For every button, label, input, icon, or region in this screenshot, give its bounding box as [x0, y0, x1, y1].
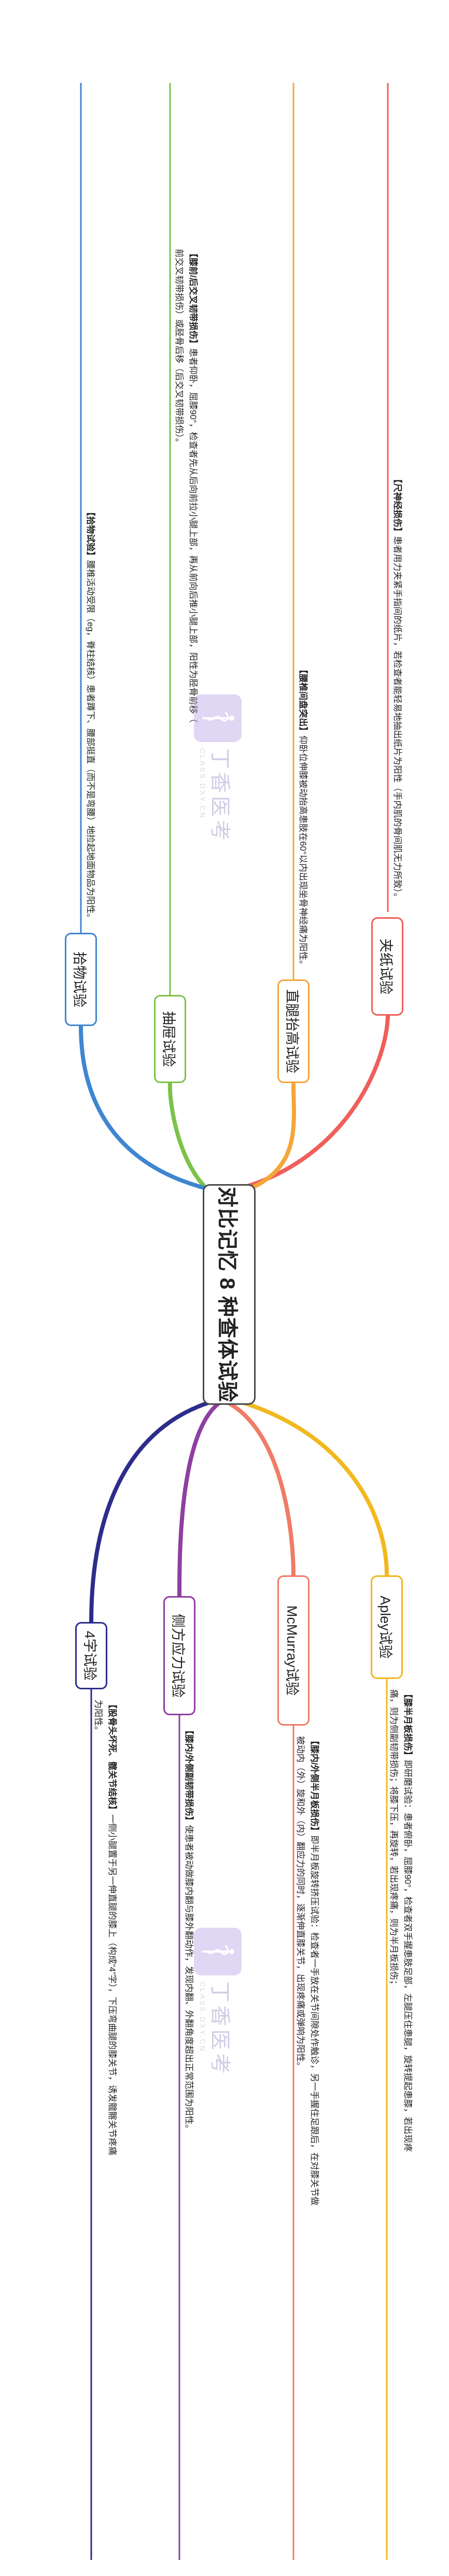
node-cefang[interactable]: 侧方应力试验 — [163, 1596, 195, 1715]
node-choutie[interactable]: 抽屉试验 — [154, 995, 186, 1083]
leaf-choutie: 【膝前/后交叉韧带损伤】患者仰卧，屈膝90°，检查者先从后向前拉小腿上部，再从前… — [172, 249, 200, 985]
connector-apley — [229, 1397, 389, 1577]
node-apley[interactable]: Apley试验 — [371, 1575, 403, 1679]
leaf-jiazhi-text: 患者用力夹紧手指间的纸片，若检查者能轻易地抽出纸片为阳性（手内肌的骨间肌无力所致… — [392, 536, 402, 902]
leaf-mcmurray-line2: 被动内（外）旋和外（内）翻应力的同时，逐渐伸直膝关节，出现疼痛或弹响为阳性。 — [296, 1736, 305, 2071]
connector-sizi — [89, 1397, 223, 1624]
node-jiazhi[interactable]: 夹纸试验 — [371, 917, 403, 1016]
node-mcmurray-label: McMurray试验 — [284, 1605, 300, 1696]
node-shiwu-label: 拾物试验 — [72, 951, 88, 1007]
node-jiazhi-label: 夹纸试验 — [378, 938, 394, 994]
leaf-jiazhi-head: 【尺神经损伤】 — [392, 474, 402, 536]
connector-mcmurray — [224, 1400, 296, 1577]
leaf-cefang-head: 【膝内/外侧副韧带损伤】 — [184, 1726, 194, 1825]
leaf-sizi: 【股骨头坏死、髋关节结核】一侧小腿置于另一伸直腿的膝上（构成“4”字），下压弯曲… — [91, 1700, 119, 2529]
leaf-jiazhi: 【尺神经损伤】患者用力夹紧手指间的纸片，若检查者能轻易地抽出纸片为阳性（手内肌的… — [390, 124, 404, 902]
watermark-en: CLASS.DXY.CN — [199, 748, 207, 819]
leaf-choutie-line2: 前交叉韧带损伤）或胫骨后移（后交叉韧带损伤）。 — [174, 249, 184, 447]
connector-shiwu — [79, 1024, 223, 1194]
node-cefang-label: 侧方应力试验 — [170, 1614, 186, 1698]
leaf-cefang: 【膝内/外侧副韧带损伤】使患者被动做膝内翻与膝外翻动作，发现内翻、外翻角度超出正… — [182, 1726, 196, 2534]
watermark-cn: 丁香医考 — [208, 1982, 232, 2077]
leaf-apley-line2: 痛，则为侧副韧带损伤；将膝下压，再旋转，若出现疼痛，则为半月板损伤； — [389, 1689, 399, 1989]
caduceus-icon — [194, 694, 242, 742]
node-zhituitaigao[interactable]: 直腿抬高试验 — [277, 979, 310, 1083]
watermark-en: CLASS.DXY.CN — [199, 1982, 207, 2053]
central-topic: 对比记忆 8 种查体试验 — [203, 1184, 256, 1405]
leaf-mcmurray: 【膝内/外侧半月板损伤】即半月板旋转挤压试验：检查者一手放在关节间隙处作触诊，另… — [293, 1736, 321, 2544]
leaf-apley-head: 【膝半月板损伤】 — [403, 1689, 413, 1760]
node-zhituitaigao-label: 直腿抬高试验 — [284, 989, 300, 1073]
leaf-choutie-line1: 患者仰卧，屈膝90°，检查者先从后向前拉小腿上部，再从前向后推小腿上部，阳性为胫… — [188, 348, 198, 723]
leaf-mcmurray-head: 【膝内/外侧半月板损伤】 — [310, 1736, 319, 1835]
leaf-apley-line1: 即研磨试验：患者俯卧，屈膝90°，检查者双手握患肢足部，左腿压住患腿，旋转提起患… — [403, 1760, 413, 2152]
node-choutie-label: 抽屉试验 — [161, 1011, 177, 1067]
leaf-cefang-text: 使患者被动做膝内翻与膝外翻动作，发现内翻、外翻角度超出正常范围为阳性。 — [184, 1825, 194, 2133]
node-mcmurray[interactable]: McMurray试验 — [277, 1575, 310, 1726]
node-sizi-label: 4字试验 — [82, 1630, 98, 1681]
node-shiwu[interactable]: 拾物试验 — [65, 933, 97, 1026]
watermark-cn: 丁香医考 — [208, 748, 232, 844]
leaf-sizi-head: 【股骨头坏死、髋关节结核】 — [107, 1700, 117, 1814]
leaf-mcmurray-line1: 即半月板旋转挤压试验：检查者一手放在关节间隙处作触诊，另一手握住足跟后，在对膝关… — [310, 1835, 319, 2205]
connector-cefang — [177, 1400, 223, 1598]
leaf-apley: 【膝半月板损伤】即研磨试验：患者俯卧，屈膝90°，检查者双手握患肢足部，左腿压住… — [387, 1689, 415, 2518]
leaf-shiwu-text: 腰椎活动受限（eg，脊柱结核）患者蹲下、腰部挺直（而不是弯腰）地捡起地面物品为阳… — [86, 560, 95, 922]
caduceus-icon — [194, 1928, 242, 1975]
leaf-shiwu: 【拾物试验】腰椎活动受限（eg，脊柱结核）患者蹲下、腰部挺直（而不是弯腰）地捡起… — [83, 290, 97, 922]
leaf-sizi-line1: 一侧小腿置于另一伸直腿的膝上（构成“4”字），下压弯曲腿的膝关节，诱发髋髂关节疼… — [107, 1814, 117, 2156]
leaf-shiwu-head: 【拾物试验】 — [86, 507, 95, 561]
leaf-zhitui-head: 【腰椎间盘突出】 — [298, 665, 308, 736]
node-sizi[interactable]: 4字试验 — [75, 1622, 107, 1689]
leaf-zhitui: 【腰椎间盘突出】仰卧位伸膝被动抬高患肢在60°以内出现坐骨神经痛为阳性。 — [296, 321, 310, 969]
connector-choutie — [167, 1081, 223, 1202]
leaf-zhitui-text: 仰卧位伸膝被动抬高患肢在60°以内出现坐骨神经痛为阳性。 — [298, 735, 308, 969]
node-apley-label: Apley试验 — [377, 1596, 394, 1659]
leaf-sizi-line2: 为阳性。 — [93, 1700, 103, 1735]
leaf-choutie-head: 【膝前/后交叉韧带损伤】 — [188, 249, 198, 348]
